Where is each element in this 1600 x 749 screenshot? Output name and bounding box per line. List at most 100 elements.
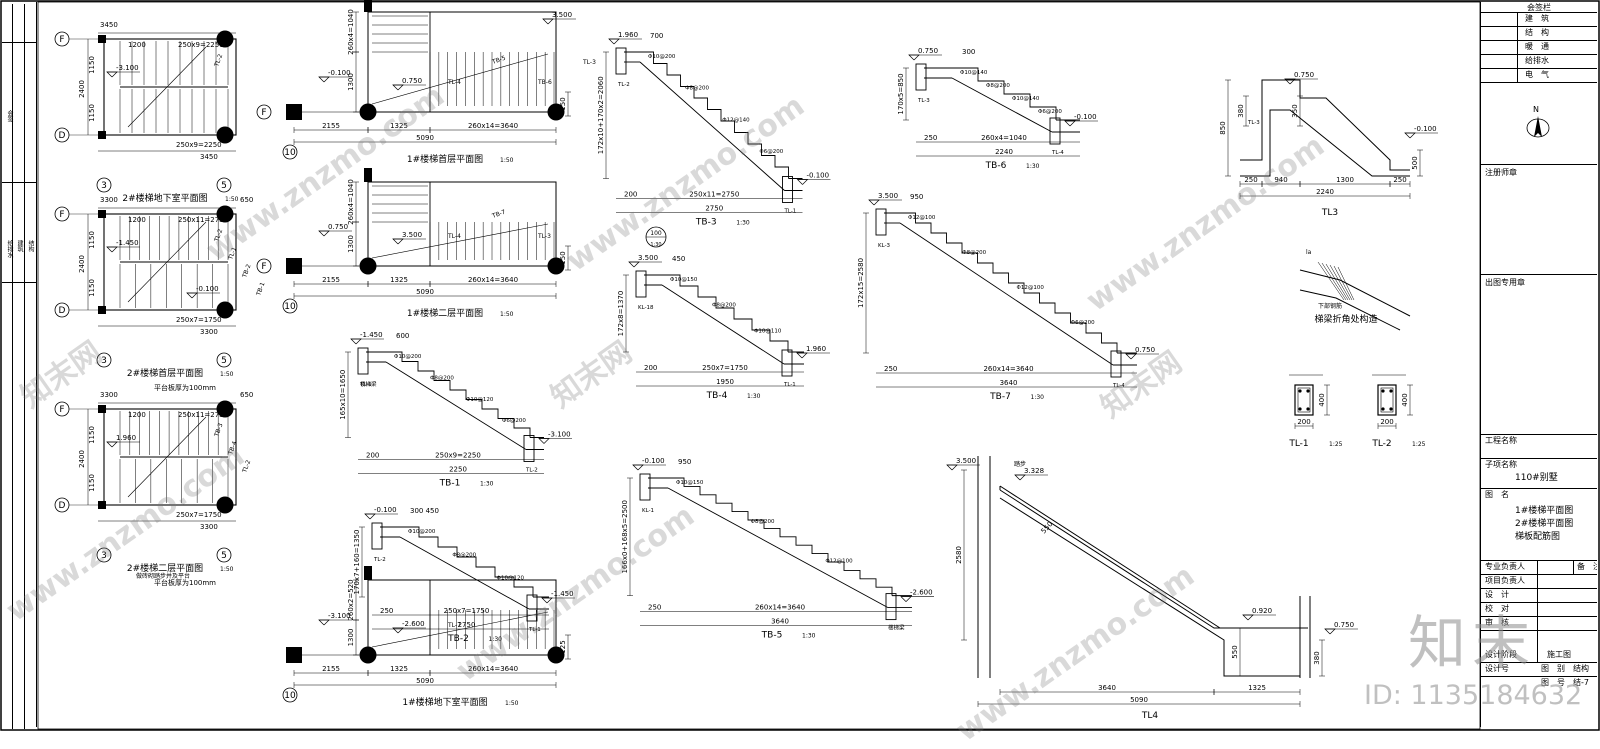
flight-title: TB-6 xyxy=(985,161,1007,171)
rebar-label: Φ8@200 xyxy=(430,375,454,381)
strip-label-architecture: 建筑 xyxy=(16,240,23,252)
level-0: -3.100 xyxy=(116,64,139,72)
dim-width-top: 3450 xyxy=(100,21,118,29)
level-0-symbol xyxy=(908,54,920,61)
level-1-symbol xyxy=(900,596,912,602)
flight-title-scale: 1:30 xyxy=(736,220,750,227)
rebar-label: Φ6@200 xyxy=(502,418,526,424)
axis-F-label: F xyxy=(261,262,266,272)
member-label: KL-1 xyxy=(642,508,654,514)
plan-title: 2#楼梯二层平面图 xyxy=(127,562,203,574)
member-label: KL-3 xyxy=(878,243,891,249)
rebar-label: Φ6@200 xyxy=(759,149,783,155)
dim-height: 2400 xyxy=(78,80,86,98)
beam-top-slope xyxy=(999,485,1221,629)
slab-soffit xyxy=(639,61,785,191)
left-signature-strip: 会签 建筑 结构 给排水 xyxy=(2,2,37,729)
axis-F-label: F xyxy=(261,108,266,118)
dim-height: 2400 xyxy=(78,255,86,273)
dim-width: 200 xyxy=(1380,418,1393,426)
axis-10 xyxy=(282,144,298,160)
level-1-symbol xyxy=(392,238,404,245)
dim-width-top: 3300 xyxy=(100,196,118,204)
level-0: 1.960 xyxy=(116,434,136,442)
level-0-symbol xyxy=(868,199,880,206)
rebar-label: Φ10@150 xyxy=(676,480,704,486)
slab-soffit xyxy=(899,222,1114,366)
flight-title-scale: 1:30 xyxy=(1031,394,1045,401)
member-label: TL-1 xyxy=(528,627,541,633)
support-beam-bottom xyxy=(782,176,793,203)
level-1: 1.960 xyxy=(806,345,826,353)
level-2: 0.920 xyxy=(1252,607,1272,615)
plan-title-scale: 1:50 xyxy=(225,196,239,203)
discipline-hvac: 暖 通 xyxy=(1481,41,1597,55)
level-0: -1.450 xyxy=(360,331,383,339)
rebar-dot xyxy=(1298,407,1302,411)
dim-total: 1950 xyxy=(716,378,734,386)
axis-10-label: 10 xyxy=(284,148,296,158)
rebar-label: Φ10@200 xyxy=(394,354,422,360)
flight-title: TB-7 xyxy=(989,392,1011,402)
axis-F-label: F xyxy=(59,35,64,45)
dim-half: 1150 xyxy=(88,231,96,249)
dim-width-bottom: 3450 xyxy=(200,153,218,161)
level-0-symbol xyxy=(318,76,330,83)
flight-title: TB-3 xyxy=(695,218,717,228)
role-design-row: 设 计 xyxy=(1481,589,1597,603)
axis-5-label: 5 xyxy=(221,551,227,561)
rebar-dot xyxy=(1306,389,1310,393)
plan-note: 平台板厚为100mm xyxy=(154,578,216,587)
level-0: -0.100 xyxy=(328,69,351,77)
level-0-symbol xyxy=(318,619,330,626)
dim-slope: 550 xyxy=(1040,520,1055,535)
dim-top: 450 xyxy=(672,255,685,263)
dim-run: 3640 xyxy=(1098,684,1116,692)
plan-title-scale: 1:50 xyxy=(500,157,514,164)
level-0: -0.100 xyxy=(374,506,397,514)
dim-edge: 150 xyxy=(559,97,567,110)
member-label: TB-4 xyxy=(227,440,239,456)
member-label: TL-4 xyxy=(1051,150,1064,156)
dim-upper: 260x2=520 xyxy=(347,579,355,620)
member-label: TB-1 xyxy=(255,281,267,297)
beam-profile xyxy=(1240,109,1410,177)
member-label: TB-7 xyxy=(490,209,506,221)
level-1-symbol xyxy=(1404,132,1416,139)
stair-arrow xyxy=(371,611,549,648)
rebar-label: Φ12@100 xyxy=(1017,285,1045,291)
member-label: TL-2 xyxy=(241,459,252,475)
plan-note: 平台板厚为100mm xyxy=(154,383,216,392)
level-0-symbol xyxy=(350,338,362,345)
category-label: 图 别 xyxy=(1541,664,1565,673)
level-0: -3.100 xyxy=(328,612,351,620)
stair-arrow xyxy=(127,221,207,303)
registered-seal-box: 注册师章 xyxy=(1481,165,1597,275)
member-label: TL-1 xyxy=(227,246,238,262)
beam-lower xyxy=(999,497,1300,677)
dim-run: 250x7=1750 xyxy=(702,364,748,372)
dim-run-bottom: 250x7=1750 xyxy=(176,511,222,519)
support-beam-top xyxy=(875,208,887,236)
axis-3 xyxy=(96,352,112,368)
level-1: -2.600 xyxy=(402,620,425,628)
dim-width-bottom: 3300 xyxy=(200,523,218,531)
level-2-symbol xyxy=(1242,614,1254,621)
dim-landing: 1325 xyxy=(390,122,408,130)
axis-F-label: F xyxy=(59,210,64,220)
plan-title: 1#楼梯首层平面图 xyxy=(407,153,483,165)
beam-bottom xyxy=(1299,289,1401,331)
plan-title: 2#楼梯地下室平面图 xyxy=(122,192,207,204)
level-1: -1.450 xyxy=(551,590,574,598)
rebar-dot xyxy=(1389,389,1393,393)
subitem-label: 子项名称 xyxy=(1485,460,1517,469)
axis-5 xyxy=(216,177,232,193)
axis-3 xyxy=(96,547,112,563)
stair-steps xyxy=(662,274,789,352)
rebar-dot xyxy=(1306,407,1310,411)
